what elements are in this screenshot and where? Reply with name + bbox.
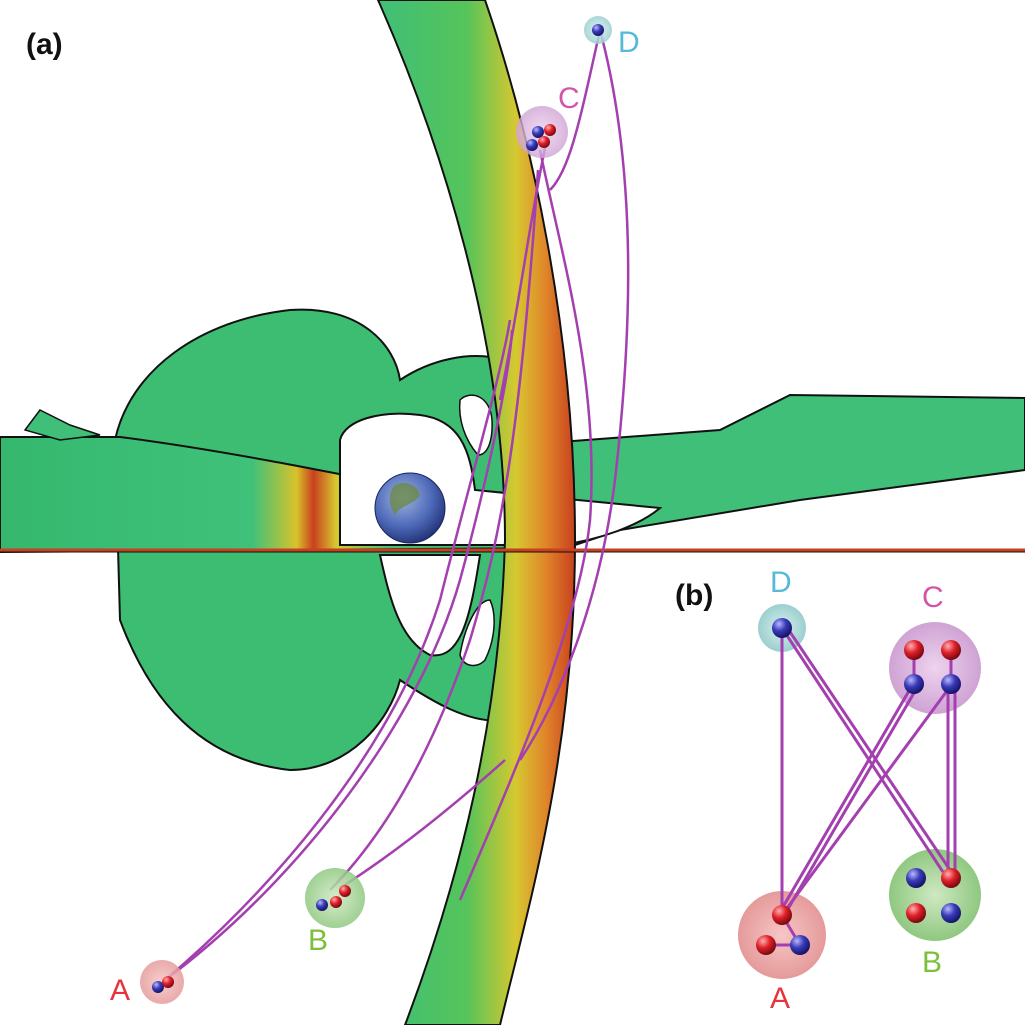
field-line-c1 — [458, 149, 593, 901]
node-b-proton-2 — [906, 903, 926, 923]
field-line-b1 — [329, 169, 540, 891]
field-line-d2 — [549, 29, 602, 191]
link-c-a3 — [780, 683, 954, 916]
node-b-electron-1 — [906, 868, 926, 888]
field-line-a1 — [164, 319, 512, 981]
node-d-label-panel-a: D — [618, 26, 640, 59]
node-d-electron — [772, 618, 792, 638]
sheet-fin — [23, 409, 101, 441]
node-c-electron-2 — [941, 674, 961, 694]
field-line-c2 — [498, 147, 547, 401]
node-b-panel-a: B — [305, 868, 365, 957]
node-a-label-panel-b: A — [770, 982, 790, 1015]
node-b-electron-2 — [941, 903, 961, 923]
field-line-b2 — [339, 759, 506, 890]
earth-continent — [389, 483, 420, 515]
plasma-sheet-right — [559, 393, 1025, 552]
inner-slot-upper — [458, 394, 493, 456]
link-d-b1 — [780, 627, 945, 873]
node-a-glow — [738, 891, 826, 979]
field-lines-panel-a — [164, 29, 630, 982]
inner-slot-lower — [459, 599, 495, 667]
node-c-label-panel-a: C — [558, 82, 580, 115]
node-c-proton-1 — [904, 640, 924, 660]
node-a-label-panel-a: A — [110, 974, 130, 1007]
node-a-proton-1 — [772, 905, 792, 925]
node-c-panel-a: C — [516, 82, 580, 158]
panel-b-schematic: (b) — [675, 566, 981, 1015]
inner-cavity-lower — [378, 554, 482, 657]
link-c-a1 — [778, 683, 915, 913]
panel-b-label: (b) — [675, 579, 713, 612]
node-d-panel-a: D — [584, 16, 640, 59]
node-c-electron-1 — [904, 674, 924, 694]
node-a-electron-1 — [790, 935, 810, 955]
node-c-proton-2 — [941, 640, 961, 660]
earth — [374, 472, 446, 544]
link-d-b2 — [784, 625, 952, 871]
node-b-glow — [889, 849, 981, 941]
node-b-label-panel-a: B — [308, 924, 328, 957]
field-line-d1 — [518, 29, 630, 761]
node-b-label-panel-b: B — [922, 946, 942, 979]
node-b-proton-1 — [941, 868, 961, 888]
node-a-panel-a: A — [110, 960, 184, 1007]
link-c-a2 — [783, 685, 920, 915]
field-line-a2 — [164, 329, 514, 982]
panel-a-label: (a) — [26, 28, 63, 61]
node-a-proton-2 — [756, 935, 776, 955]
node-d-label-panel-b: D — [770, 566, 792, 599]
node-c-label-panel-b: C — [922, 581, 944, 614]
